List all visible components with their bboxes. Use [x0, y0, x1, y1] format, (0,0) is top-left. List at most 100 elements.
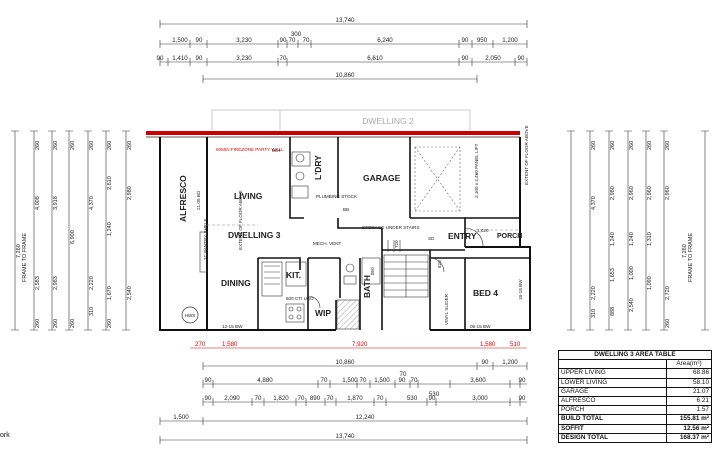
svg-text:2,610: 2,610 [107, 176, 113, 190]
right-dimension-text: 7,260 FRAME TO FRAME 260 2,960 2,720 260… [591, 141, 694, 328]
svg-text:260: 260 [107, 319, 113, 328]
svg-text:1,500: 1,500 [173, 414, 189, 421]
svg-text:10,860: 10,860 [336, 359, 355, 366]
svg-text:3,000: 3,000 [472, 395, 488, 402]
room-labels: ALFRESCO 21.05 BD LIVING DWELLING 3 DINI… [178, 155, 522, 318]
svg-text:300: 300 [291, 31, 302, 38]
top-dimension-text: 13,740 1,500 90 3,230 90 70 300 70 6,240… [157, 17, 525, 79]
room-porch: PORCH [497, 233, 522, 240]
bottom-dimension-text: 270 1,580 7,920 1,580 510 10,860 90 1,20… [173, 341, 526, 440]
area-table: DWELLING 3 AREA TABLE Area(m²) UPPER LIV… [558, 349, 712, 443]
svg-text:2,050: 2,050 [485, 55, 501, 62]
svg-text:90: 90 [462, 37, 469, 44]
svg-text:310: 310 [89, 307, 95, 316]
svg-text:10,860: 10,860 [336, 72, 355, 79]
svg-text:2,720: 2,720 [665, 286, 671, 300]
left-dimension-lines [11, 130, 130, 331]
svg-text:260: 260 [610, 141, 616, 150]
svg-text:1,580: 1,580 [222, 341, 238, 348]
svg-text:70: 70 [327, 395, 334, 402]
svg-text:2,583: 2,583 [35, 276, 41, 290]
svg-text:2,960: 2,960 [647, 186, 653, 200]
svg-text:6,610: 6,610 [367, 55, 383, 62]
svg-text:70: 70 [411, 377, 418, 384]
hws-symbol [181, 306, 199, 324]
svg-text:4,370: 4,370 [89, 196, 95, 210]
svg-text:1,500: 1,500 [374, 377, 390, 384]
svg-text:260: 260 [107, 141, 113, 150]
svg-text:2,960: 2,960 [665, 186, 671, 200]
svg-text:90: 90 [462, 55, 469, 62]
svg-text:1,653: 1,653 [610, 268, 616, 282]
svg-text:260: 260 [53, 319, 59, 328]
svg-text:EXTENT OF FLOOR ABOVE: EXTENT OF FLOOR ABOVE [524, 125, 529, 185]
svg-text:2,090: 2,090 [224, 395, 240, 402]
svg-text:FRAME TO FRAME: FRAME TO FRAME [22, 233, 28, 282]
svg-text:M/H: M/H [272, 148, 280, 153]
svg-text:90: 90 [196, 55, 203, 62]
svg-text:FRAME TO FRAME: FRAME TO FRAME [688, 233, 694, 282]
top-dimension-lines [159, 20, 528, 83]
svg-text:90: 90 [482, 359, 489, 366]
corner-text: ork [0, 432, 10, 439]
svg-text:70: 70 [298, 395, 305, 402]
svg-text:2,220: 2,220 [591, 286, 597, 300]
dwelling-2-label: DWELLING 2 [362, 116, 414, 126]
svg-text:1,500: 1,500 [342, 377, 358, 384]
firezone-party-wall [146, 131, 520, 135]
kitchen-fixtures [261, 261, 307, 323]
svg-text:1,000: 1,000 [629, 266, 635, 280]
svg-text:1,240: 1,240 [107, 222, 113, 236]
svg-text:7,260: 7,260 [16, 244, 22, 258]
svg-text:90: 90 [518, 55, 525, 62]
svg-text:90: 90 [157, 55, 164, 62]
svg-text:90: 90 [205, 395, 212, 402]
svg-text:3,230: 3,230 [236, 37, 252, 44]
svg-text:70: 70 [280, 55, 287, 62]
svg-text:EXTENT OF FLOOR ABOVE: EXTENT OF FLOOR ABOVE [238, 190, 243, 250]
svg-text:820: 820 [437, 260, 442, 268]
svg-text:12,240: 12,240 [356, 414, 375, 421]
svg-text:70: 70 [400, 371, 407, 378]
svg-text:STORAGE UNDER STAIRS: STORAGE UNDER STAIRS [362, 225, 420, 230]
room-bath: BATH [362, 275, 372, 298]
svg-text:70: 70 [289, 37, 296, 44]
svg-text:260: 260 [127, 141, 133, 150]
room-dining: DINING [221, 278, 251, 288]
svg-text:260: 260 [647, 141, 653, 150]
svg-text:90: 90 [519, 377, 526, 384]
svg-text:06-15 BW: 06-15 BW [470, 324, 491, 329]
svg-text:18-18 BW: 18-18 BW [518, 279, 523, 300]
svg-text:1,090: 1,090 [647, 276, 653, 290]
svg-text:310: 310 [591, 309, 597, 318]
svg-text:530: 530 [429, 391, 440, 398]
room-dwelling3: DWELLING 3 [228, 230, 281, 240]
svg-text:13,740: 13,740 [336, 433, 355, 440]
svg-text:2,980: 2,980 [127, 186, 133, 200]
svg-text:4,880: 4,880 [257, 377, 273, 384]
svg-text:70: 70 [303, 37, 310, 44]
svg-text:BB: BB [343, 207, 349, 212]
svg-text:90: 90 [205, 377, 212, 384]
svg-text:1,020: 1,020 [477, 228, 489, 233]
svg-text:90: 90 [196, 37, 203, 44]
bath-fixtures [343, 257, 381, 285]
svg-text:70: 70 [255, 395, 262, 402]
svg-text:890: 890 [310, 395, 321, 402]
room-alfresco: ALFRESCO [178, 175, 188, 222]
area-table-title: DWELLING 3 AREA TABLE [558, 349, 712, 361]
svg-text:510: 510 [510, 341, 521, 348]
svg-text:70: 70 [377, 395, 384, 402]
svg-text:2,980: 2,980 [610, 186, 616, 200]
svg-text:888: 888 [610, 307, 616, 316]
svg-text:600 CTI UBO: 600 CTI UBO [286, 296, 314, 301]
svg-text:7,920: 7,920 [352, 341, 368, 348]
svg-text:3,600: 3,600 [470, 377, 486, 384]
svg-text:90: 90 [519, 395, 526, 402]
